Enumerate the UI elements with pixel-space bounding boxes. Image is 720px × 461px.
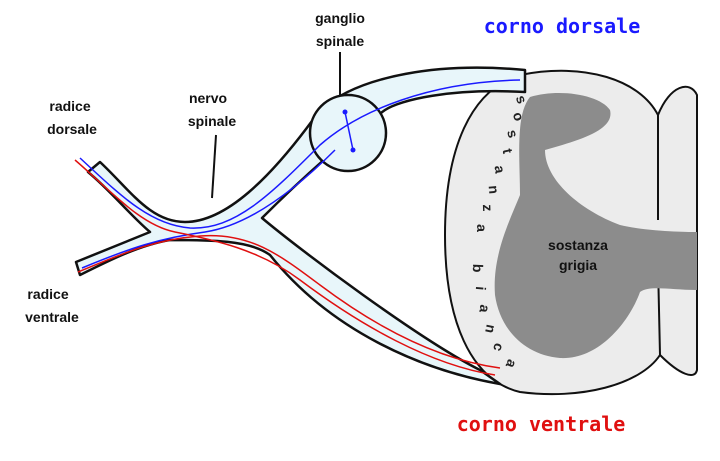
ganglion-neuron-dot-bottom [350,147,356,153]
sostanza-bianca-letter: a [476,304,493,314]
dorsal-fiber [79,79,521,229]
sostanza-bianca-letter: n [482,323,499,335]
ventral-fiber [77,234,501,369]
label-radice-dorsale-line1: radice [49,98,90,114]
label-radice-dorsale-line2: dorsale [47,121,97,137]
sostanza-bianca-letter: z [480,204,496,212]
pointer-nervo [211,134,217,199]
ganglion-neuron [344,111,354,151]
label-ganglio-line2: spinale [316,33,364,49]
label-radice-ventrale-line2: ventrale [25,309,79,325]
label-nervo-line1: nervo [189,90,227,106]
ganglion-neuron-dot-top [342,109,348,115]
spinal-cord-grey-matter [494,93,697,359]
sostanza-bianca-letter: a [474,224,490,232]
sostanza-bianca-letter: s [504,128,522,140]
ventral-fiber-upper [74,159,496,376]
sostanza-bianca-letter: a [491,164,508,174]
sostanza-bianca-letter: b [470,264,486,273]
sostanza-bianca-letter: i [473,286,489,291]
label-corno-ventrale: corno ventrale [457,412,626,436]
label-ganglio-line1: ganglio [315,10,365,26]
label-corno-dorsale: corno dorsale [484,14,641,38]
label-sostanza-grigia-line1: sostanza [548,237,608,253]
ganglion-spinale [308,93,388,173]
label-radice-ventrale-line1: radice [27,286,68,302]
dorsal-fiber-lower [81,149,336,269]
sostanza-bianca-letter: t [500,147,517,155]
label-nervo-line2: spinale [188,113,236,129]
label-sostanza-grigia-line2: grigia [559,257,597,273]
sostanza-bianca-letter: n [486,185,503,195]
